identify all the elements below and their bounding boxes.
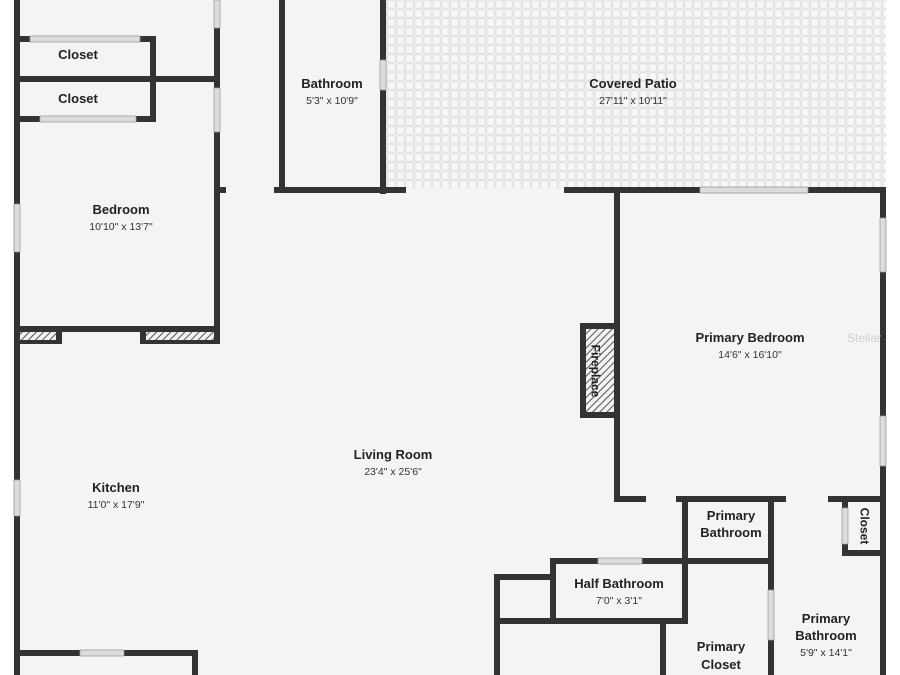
kitchen-dims: 11'0" x 17'9" — [88, 499, 145, 511]
wall-closet-divider — [14, 76, 220, 82]
wall-hatch-right-edge — [140, 326, 146, 344]
wall-hatch-base — [140, 340, 220, 344]
wall-half-bath-right — [682, 558, 688, 624]
wall-primary-bath-right — [768, 496, 774, 564]
primary-bathroom-small-label-1: Primary — [707, 508, 756, 523]
bedroom-label: Bedroom — [92, 202, 149, 217]
fireplace-label: Fireplace — [589, 345, 603, 398]
window-closet-upper — [29, 35, 141, 43]
wall-primary-bedroom-bottom-mid — [676, 496, 786, 502]
wall-hatch-left-base — [14, 340, 62, 344]
wall-hatch-left-frame — [56, 326, 62, 344]
window-closet-lower — [39, 115, 137, 123]
wall-utility-left — [494, 574, 500, 675]
room-labels: Closet Closet Bathroom 5'3" x 10'9" Cove… — [58, 47, 881, 672]
fireplace-hearth — [586, 328, 614, 414]
closet-lower-label: Closet — [58, 91, 98, 106]
wall-patio-bottom-right — [564, 187, 700, 193]
window-hall-top — [213, 0, 221, 29]
bathroom-dims: 5'3" x 10'9" — [306, 95, 358, 107]
primary-closet-label-1: Primary — [697, 639, 746, 654]
wall-bathroom-right — [380, 0, 386, 194]
wall-bathroom-bottom — [274, 187, 406, 193]
wall-half-bath-bottom — [496, 618, 688, 624]
wall-primary-closet-left — [660, 618, 666, 675]
fireplace-frame-top — [580, 323, 620, 329]
primary-bathroom-label-2: Bathroom — [795, 628, 856, 643]
primary-closet-label-2: Closet — [701, 657, 741, 672]
primary-bedroom-label: Primary Bedroom — [695, 330, 804, 345]
wall-bathroom-left — [279, 0, 285, 190]
primary-bathroom-label-1: Primary — [802, 611, 851, 626]
wall-primary-bedroom-bottom — [614, 496, 646, 502]
primary-bathroom-small-label-2: Bathroom — [700, 525, 761, 540]
wall-primary-bath-left — [682, 496, 688, 564]
watermark: Stellar — [847, 331, 881, 345]
window-primary-bath — [767, 589, 775, 641]
wall-utility-top — [496, 574, 556, 580]
wall-kitchen-bottom-post — [192, 650, 198, 675]
window-closet-v — [841, 507, 849, 545]
living-room-dims: 23'4" x 25'6" — [364, 466, 422, 478]
fireplace-frame-left — [580, 323, 586, 418]
primary-bathroom-dims: 5'9" x 14'1" — [800, 647, 852, 659]
window-patio-door — [699, 186, 809, 194]
wall-closet-side — [150, 36, 156, 122]
wall-hall-bottom-left — [214, 187, 226, 193]
wall-primary-bath-bottom — [682, 558, 774, 564]
kitchen-label: Kitchen — [92, 480, 140, 495]
windows — [13, 0, 887, 657]
hatched-wall-left — [20, 332, 58, 342]
window-half-bath — [597, 557, 643, 565]
primary-bedroom-dims: 14'6" x 16'10" — [718, 349, 782, 361]
window-hall-right — [213, 87, 221, 133]
window-primary-bedroom-2 — [879, 415, 887, 467]
half-bathroom-label: Half Bathroom — [574, 576, 664, 591]
wall-half-bath-left — [550, 558, 556, 624]
covered-patio-dims: 27'11" x 10'11" — [599, 95, 667, 107]
wall-primary-bedroom-left — [614, 193, 620, 501]
closet-vertical-label: Closet — [858, 508, 872, 545]
window-bathroom — [379, 59, 387, 91]
closet-upper-label: Closet — [58, 47, 98, 62]
bathroom-label: Bathroom — [301, 76, 362, 91]
window-primary-bedroom-1 — [879, 217, 887, 273]
window-kitchen-left — [13, 479, 21, 517]
wall-exterior-left — [14, 0, 20, 675]
wall-bedroom-right — [214, 0, 220, 344]
wall-closet-v-bottom — [842, 550, 886, 556]
bedroom-dims: 10'10" x 13'7" — [89, 221, 153, 233]
window-bedroom-left — [13, 203, 21, 253]
wall-primary-bedroom-bottom-right — [828, 496, 886, 502]
floors — [14, 0, 886, 675]
hatched-wall-right — [144, 332, 216, 342]
covered-patio-floor — [385, 0, 886, 188]
living-room-label: Living Room — [354, 447, 433, 462]
half-bathroom-dims: 7'0" x 3'1" — [596, 595, 642, 607]
wall-bedroom-bottom — [14, 326, 220, 332]
fireplace-frame-bottom — [580, 412, 620, 418]
window-kitchen-bottom — [79, 649, 125, 657]
wall-patio-bottom-far — [808, 187, 886, 193]
covered-patio-label: Covered Patio — [589, 76, 676, 91]
